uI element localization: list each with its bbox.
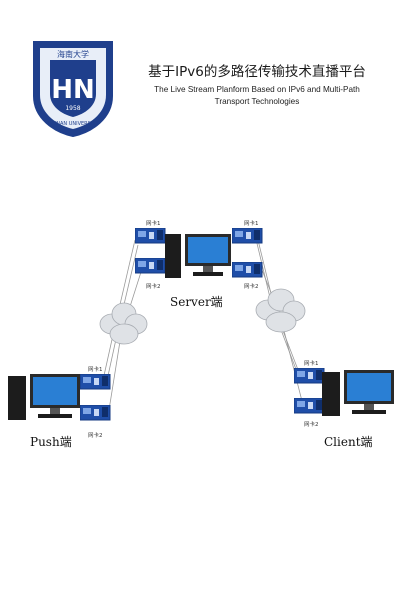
server-nic1-label-right: 网卡1 (244, 221, 259, 227)
network-card-icon (232, 228, 263, 244)
network-card-icon (294, 368, 325, 384)
server-nic1-label-left: 网卡1 (146, 221, 161, 227)
logo-ring-top: 海南大学 (57, 49, 89, 59)
network-card-icon (80, 405, 111, 421)
push-nic1-label: 网卡1 (88, 367, 103, 373)
client-nic1-label: 网卡1 (304, 361, 319, 367)
title-english: The Live Stream Planform Based on IPv6 a… (122, 84, 392, 108)
cloud-network-icon (99, 302, 148, 345)
logo-ring-text: HAINAN UNIVERSITY (48, 121, 100, 127)
logo-year: 1958 (65, 105, 80, 112)
client-nic2-label: 网卡2 (304, 422, 319, 428)
cloud-network-icon (255, 288, 306, 333)
network-card-icon (80, 374, 111, 390)
logo-letters: HN (51, 75, 95, 105)
push-label: Push端 (30, 435, 72, 449)
desktop-computer-icon (8, 374, 80, 420)
push-nic2-label: 网卡2 (88, 433, 103, 439)
network-card-icon (135, 258, 166, 274)
title-english-line2: Transport Technologies (214, 97, 300, 106)
client-label: Client端 (324, 435, 373, 449)
desktop-computer-icon (165, 234, 231, 278)
network-card-icon (232, 262, 263, 278)
server-nic2-label-right: 网卡2 (244, 284, 259, 290)
title-english-line1: The Live Stream Planform Based on IPv6 a… (154, 85, 360, 94)
title-chinese: 基于IPv6的多路径传输技术直播平台 (148, 64, 366, 80)
network-card-icon (294, 398, 325, 414)
server-nic2-label-left: 网卡2 (146, 284, 161, 290)
desktop-computer-icon (322, 370, 394, 416)
hainan-university-logo: HN 海南大学 HAINAN UNIVERSITY 1958 (33, 41, 113, 138)
server-label: Server端 (170, 295, 223, 309)
network-card-icon (135, 228, 166, 244)
